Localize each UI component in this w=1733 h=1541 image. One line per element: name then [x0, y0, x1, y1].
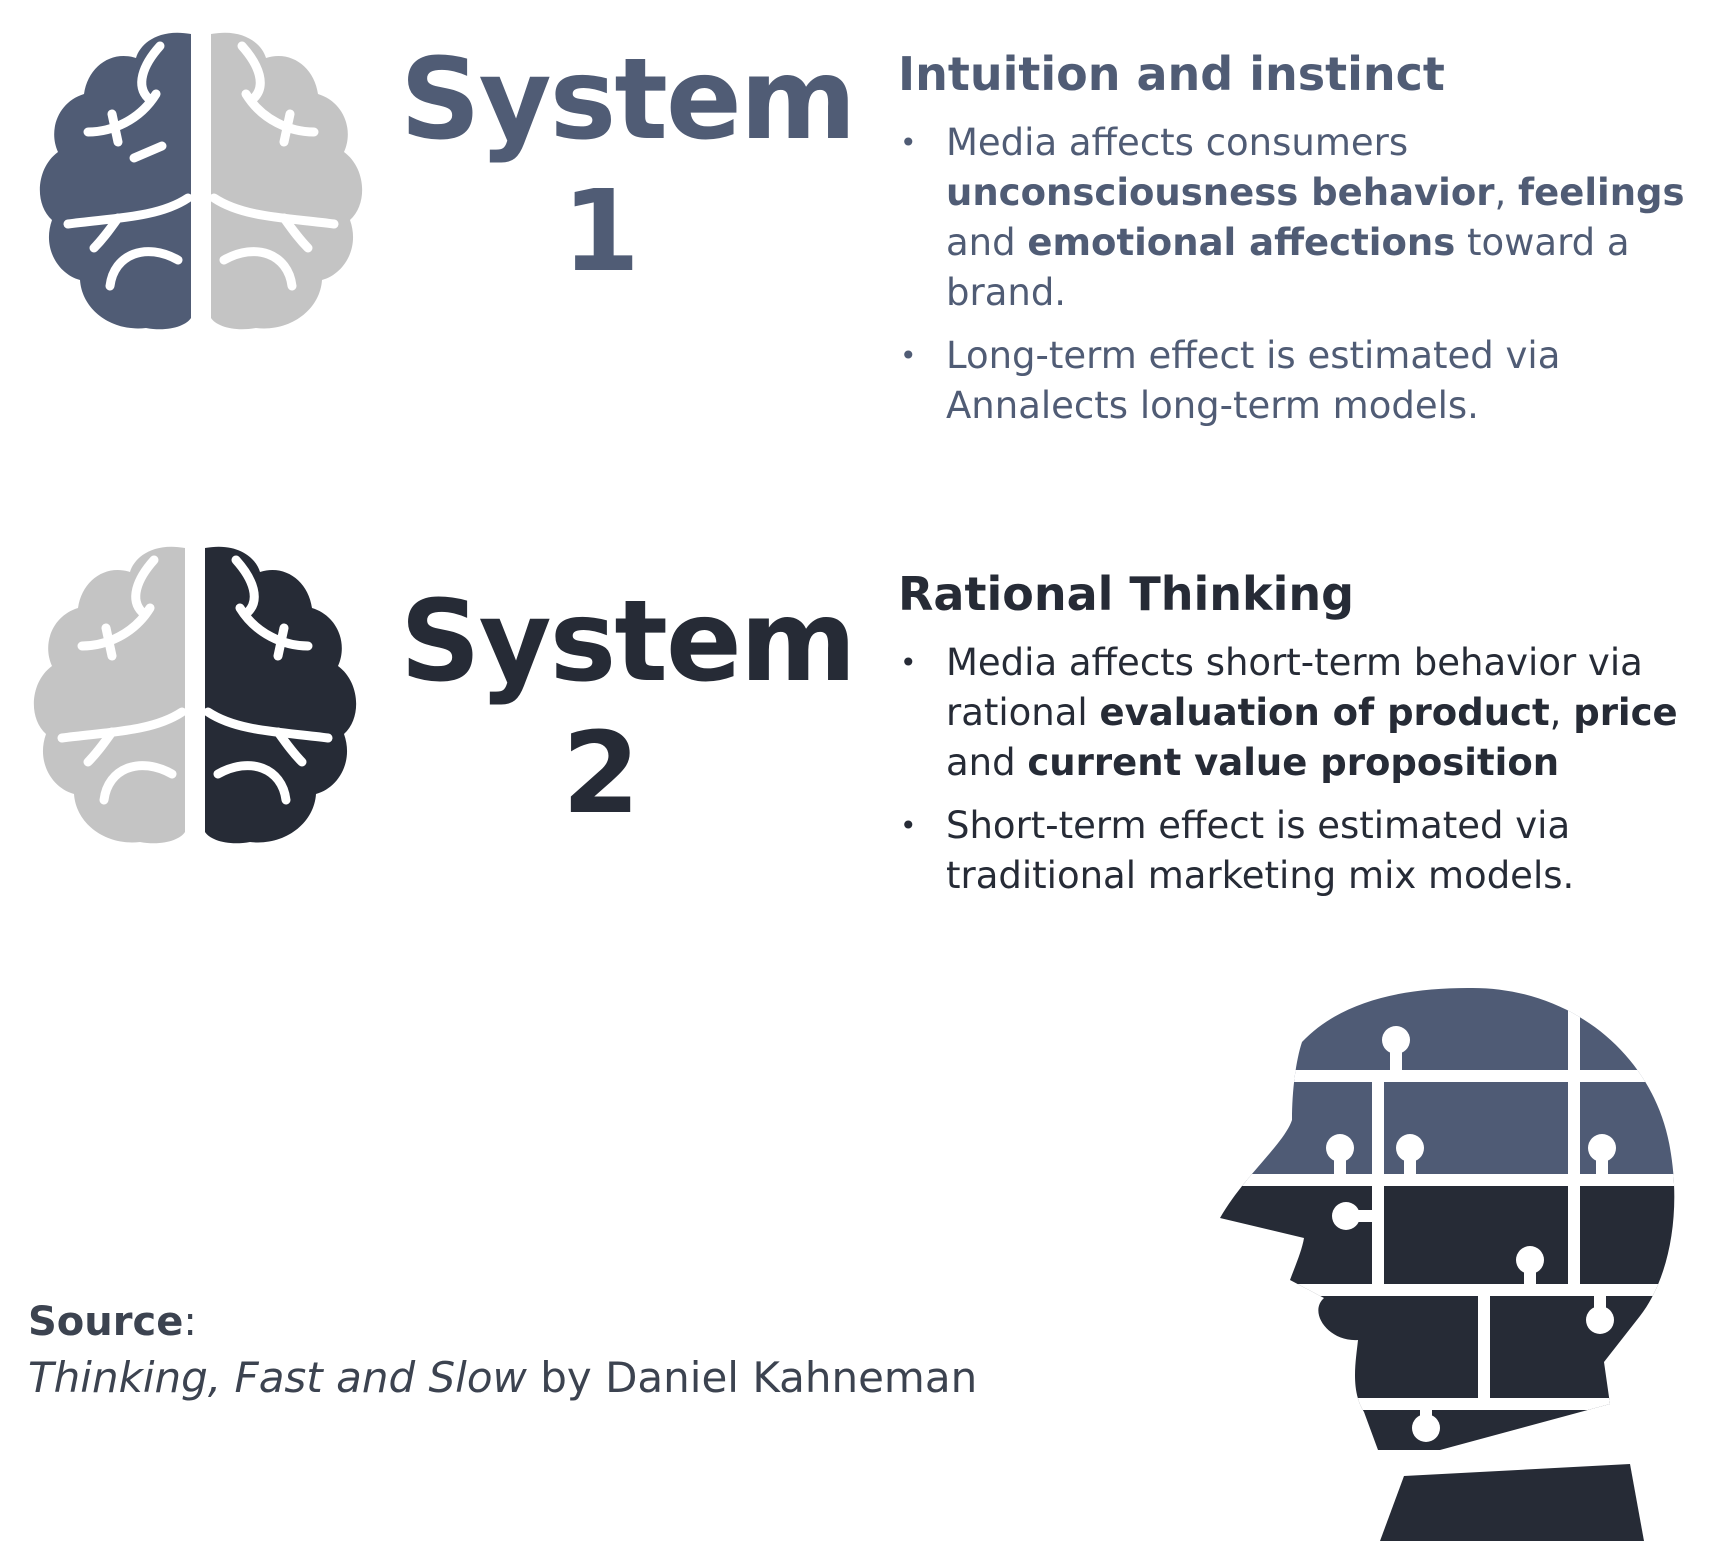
brain-left-half [39, 32, 193, 330]
source-label: Source: [28, 1299, 197, 1345]
system2-heading: Rational Thinking [898, 567, 1355, 621]
system1-bullet-2: Long-term effect is estimated via Annale… [898, 331, 1718, 431]
system1-title-number: 1 [562, 167, 640, 297]
puzzle-head-icon [1220, 987, 1675, 1541]
book-title: Thinking, Fast and Slow [28, 1353, 527, 1402]
system1-heading: Intuition and instinct [898, 47, 1445, 101]
head-neck [1380, 1464, 1644, 1541]
brain-right-half [209, 32, 363, 330]
brain-right-highlight-icon [33, 546, 357, 844]
system1-section: Intuition and instinct Media affects con… [898, 46, 1718, 444]
system1-title-word: System [400, 35, 857, 165]
system2-title-number: 2 [562, 709, 640, 839]
system2-bullet-1: Media affects short-term behavior via ra… [898, 638, 1718, 788]
system2-section: Rational Thinking Media affects short-te… [898, 566, 1718, 914]
brain-right-half [203, 546, 357, 844]
brain-left-highlight-icon [39, 32, 363, 330]
system1-bullet-1: Media affects consumers unconsciousness … [898, 118, 1718, 318]
system2-title-word: System [400, 577, 857, 707]
system2-title: System 2 [400, 576, 857, 840]
source-citation: Source: Thinking, Fast and Slow by Danie… [28, 1296, 977, 1408]
source-text: Thinking, Fast and Slow by Daniel Kahnem… [28, 1353, 978, 1402]
brain-left-half [33, 546, 187, 844]
system2-bullet-2: Short-term effect is estimated via tradi… [898, 801, 1718, 901]
system1-title: System 1 [400, 34, 857, 298]
